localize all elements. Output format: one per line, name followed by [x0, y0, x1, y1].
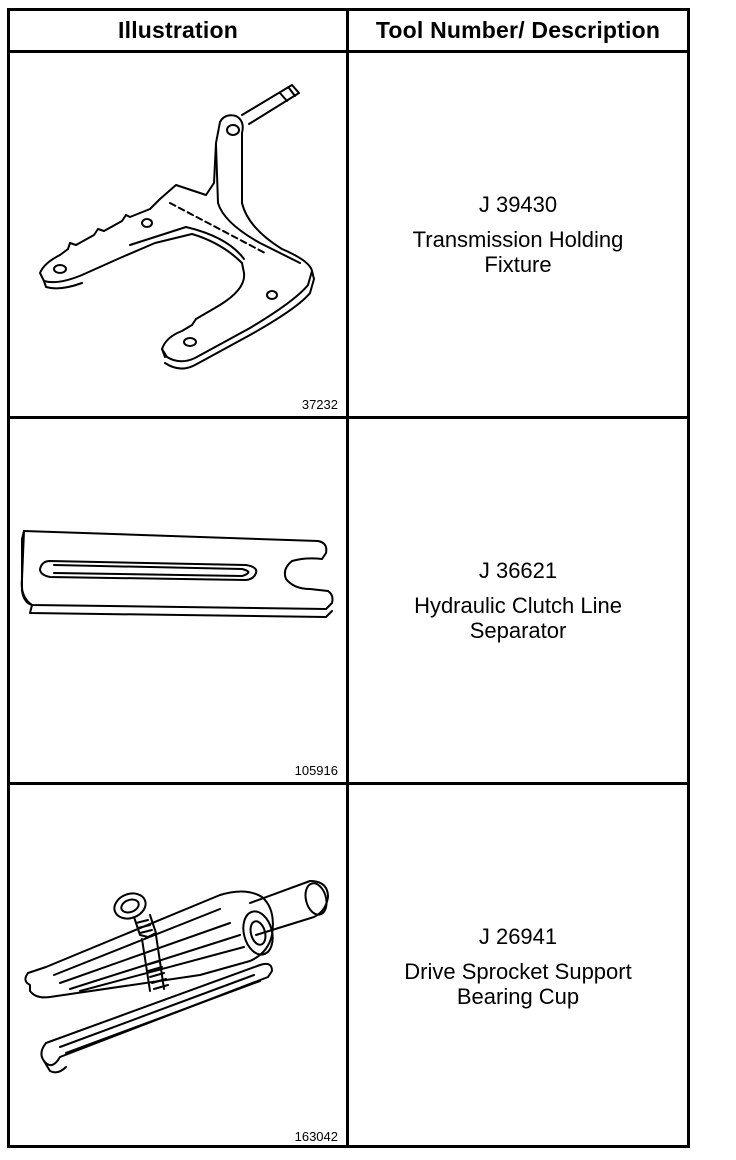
row-divider: [10, 416, 687, 419]
tool-name: Transmission Holding Fixture: [412, 227, 624, 277]
table-row: 105916 J 36621 Hydraulic Clutch Line Sep…: [10, 419, 687, 782]
header-illustration: Illustration: [118, 17, 238, 43]
bearing-cup-tool-icon: [24, 880, 329, 1074]
tool-description: J 26941 Drive Sprocket Support Bearing C…: [349, 785, 687, 1148]
table-row: 37232 J 39430 Transmission Holding Fixtu…: [10, 53, 687, 416]
illustration-cell: 37232: [10, 53, 346, 416]
illustration-cell: 105916: [10, 419, 346, 782]
column-divider: [346, 11, 349, 1145]
tool-number: J 26941: [478, 924, 558, 949]
tool-number: J 36621: [478, 558, 558, 583]
illustration-cell: 163042: [10, 785, 346, 1148]
figure-number: 163042: [294, 1129, 338, 1144]
row-divider: [10, 50, 687, 53]
figure-number: 37232: [301, 397, 338, 412]
tool-table: Illustration Tool Number/ Description: [7, 8, 690, 1148]
tool-name: Hydraulic Clutch Line Separator: [414, 593, 622, 643]
hydraulic-clutch-line-separator-icon: [20, 530, 334, 618]
tool-name: Drive Sprocket Support Bearing Cup: [404, 959, 632, 1009]
tool-description: J 39430 Transmission Holding Fixture: [349, 53, 687, 416]
tool-description: J 36621 Hydraulic Clutch Line Separator: [349, 419, 687, 782]
header-tool-description: Tool Number/ Description: [375, 17, 661, 43]
tool-number: J 39430: [478, 192, 558, 217]
transmission-holding-fixture-icon: [39, 84, 315, 370]
row-divider: [10, 782, 687, 785]
figure-number: 105916: [294, 763, 338, 778]
table-row: 163042 J 26941 Drive Sprocket Support Be…: [10, 785, 687, 1148]
